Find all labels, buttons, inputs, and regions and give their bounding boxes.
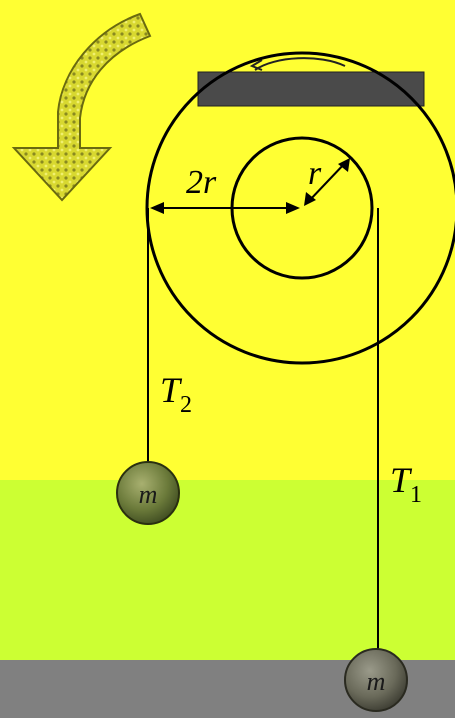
background-middle — [0, 480, 455, 660]
inner-radius-dimension — [304, 158, 350, 206]
mass-left-label: m — [139, 480, 158, 509]
inner-radius-label: r — [308, 155, 322, 192]
counterclockwise-curved-arrow-icon — [11, 12, 152, 202]
mass-left: m — [116, 461, 180, 525]
mass-right: m — [344, 648, 408, 712]
outer-radius-dimension — [150, 202, 300, 214]
outer-radius-label: 2r — [186, 164, 217, 201]
mass-right-label: m — [367, 667, 386, 696]
tension-left-label: T2 — [160, 370, 192, 418]
tension-right-label: T1 — [390, 460, 422, 508]
